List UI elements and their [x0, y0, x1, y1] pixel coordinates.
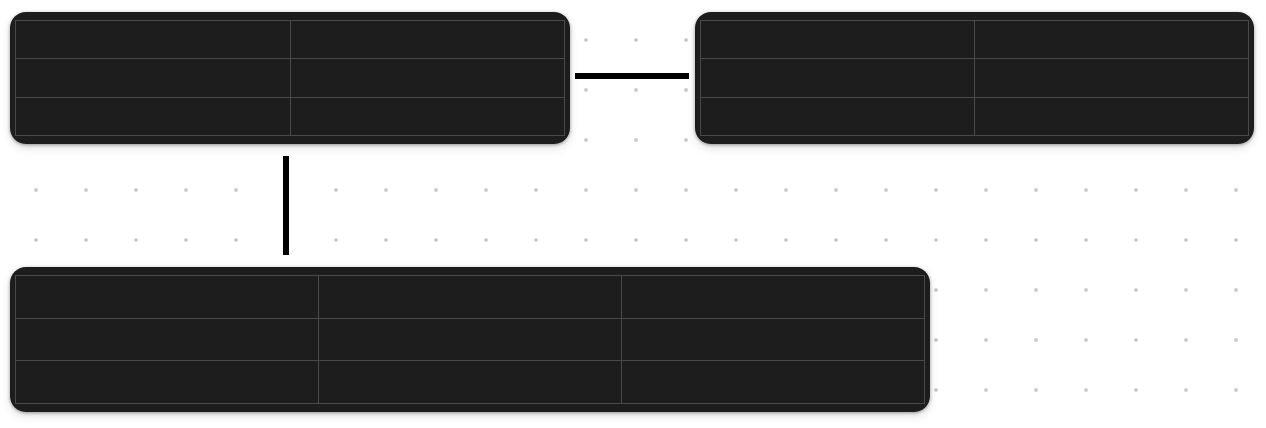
- table-grid: [15, 19, 565, 137]
- table-row: [15, 317, 925, 362]
- table-row: [15, 96, 565, 137]
- table-cell[interactable]: [318, 317, 622, 362]
- table-row: [15, 58, 565, 98]
- table-cell[interactable]: [621, 360, 925, 404]
- table-cell[interactable]: [700, 96, 975, 137]
- table-cell[interactable]: [289, 96, 565, 137]
- table-cell[interactable]: [15, 19, 291, 60]
- horizontal-connector-line[interactable]: [575, 73, 689, 79]
- table-cell[interactable]: [621, 317, 925, 362]
- table-cell[interactable]: [700, 19, 975, 60]
- table-card-top-left[interactable]: [10, 12, 570, 144]
- table-card-top-right[interactable]: [695, 12, 1254, 144]
- table-grid: [15, 275, 925, 404]
- table-cell[interactable]: [974, 19, 1249, 60]
- table-cell[interactable]: [974, 58, 1249, 98]
- table-grid: [700, 19, 1249, 137]
- table-row: [15, 19, 565, 60]
- table-cell[interactable]: [15, 360, 319, 404]
- table-cell[interactable]: [318, 275, 622, 319]
- table-cell[interactable]: [289, 58, 565, 98]
- table-cell[interactable]: [289, 19, 565, 60]
- table-cell[interactable]: [318, 360, 622, 404]
- table-cell[interactable]: [15, 317, 319, 362]
- table-cell[interactable]: [15, 58, 291, 98]
- table-row: [700, 58, 1249, 98]
- table-card-bottom[interactable]: [10, 267, 930, 412]
- table-row: [700, 19, 1249, 60]
- table-cell[interactable]: [15, 96, 291, 137]
- vertical-connector-line[interactable]: [283, 156, 289, 255]
- table-row: [15, 360, 925, 404]
- table-cell[interactable]: [621, 275, 925, 319]
- table-cell[interactable]: [15, 275, 319, 319]
- table-cell[interactable]: [974, 96, 1249, 137]
- table-row: [15, 275, 925, 319]
- table-cell[interactable]: [700, 58, 975, 98]
- table-row: [700, 96, 1249, 137]
